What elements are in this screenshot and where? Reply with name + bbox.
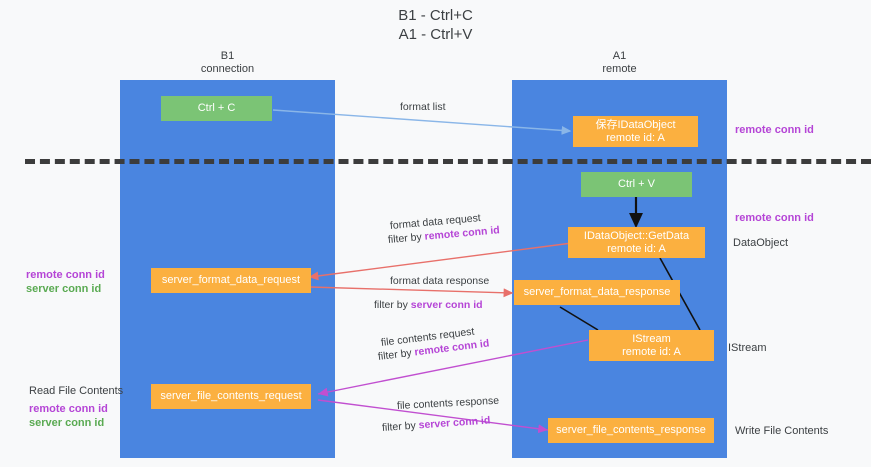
right-label-istream: IStream bbox=[728, 342, 767, 354]
column-header-a1-name: A1 bbox=[612, 50, 627, 62]
box-ctrl-v[interactable]: Ctrl + V bbox=[581, 172, 692, 197]
right-label-write-file-contents: Write File Contents bbox=[735, 425, 829, 437]
box-server-format-data-request-label: server_format_data_request bbox=[161, 274, 301, 286]
caption-format-data-response: format data response bbox=[390, 275, 490, 287]
left-label-remote-conn-id-mid: remote conn id bbox=[26, 269, 105, 281]
box-store-idataobject-line2: remote id: A bbox=[606, 131, 665, 144]
box-server-format-data-response[interactable]: server_format_data_response bbox=[514, 280, 680, 305]
caption-filter-prefix-4: filter by bbox=[381, 419, 420, 434]
box-store-idataobject[interactable]: 保存IDataObject remote id: A bbox=[573, 116, 698, 147]
box-istream-line2: remote id: A bbox=[622, 345, 681, 358]
title-line-1: B1 - Ctrl+C bbox=[398, 7, 473, 24]
right-label-remote-conn-id-mid: remote conn id bbox=[735, 212, 814, 224]
arrow-format-list bbox=[272, 109, 572, 135]
box-ctrl-c[interactable]: Ctrl + C bbox=[161, 96, 272, 121]
box-server-file-contents-request[interactable]: server_file_contents_request bbox=[151, 384, 311, 409]
arrow-file-contents-request bbox=[317, 339, 589, 397]
arrow-file-contents-response bbox=[317, 399, 549, 434]
caption-filter-server-conn-id-1: filter by server conn id bbox=[374, 299, 483, 311]
caption-format-list: format list bbox=[400, 101, 446, 113]
phase-divider bbox=[25, 159, 871, 164]
box-ctrl-c-label: Ctrl + C bbox=[197, 102, 236, 114]
box-server-file-contents-response[interactable]: server_file_contents_response bbox=[548, 418, 714, 443]
box-getdata-line1: IDataObject::GetData bbox=[583, 229, 690, 242]
left-label-server-conn-id-mid: server conn id bbox=[26, 283, 102, 295]
box-server-file-contents-request-label: server_file_contents_request bbox=[160, 390, 302, 402]
box-server-format-data-response-label: server_format_data_response bbox=[523, 286, 671, 298]
box-server-format-data-request[interactable]: server_format_data_request bbox=[151, 268, 311, 293]
box-istream[interactable]: IStream remote id: A bbox=[589, 330, 714, 361]
left-label-remote-conn-id-bottom: remote conn id bbox=[29, 403, 108, 415]
column-header-b1-name: B1 bbox=[220, 50, 235, 62]
column-header-a1-role: remote bbox=[602, 63, 637, 75]
caption-filter-prefix-2: filter by bbox=[374, 299, 411, 311]
arrow-format-data-response bbox=[309, 286, 514, 298]
column-header-a1: A1 remote bbox=[512, 50, 727, 76]
column-header-b1: B1 connection bbox=[120, 50, 335, 76]
box-istream-line1: IStream bbox=[632, 332, 671, 345]
right-label-remote-conn-id-top: remote conn id bbox=[735, 124, 814, 136]
column-header-b1-role: connection bbox=[200, 63, 255, 75]
arrow-getdata-to-istream bbox=[659, 257, 701, 331]
box-server-file-contents-response-label: server_file_contents_response bbox=[556, 424, 706, 436]
caption-filter-key-2: server conn id bbox=[410, 299, 483, 311]
box-ctrl-v-label: Ctrl + V bbox=[618, 178, 655, 190]
box-getdata-line2: remote id: A bbox=[607, 242, 666, 255]
left-label-server-conn-id-bottom: server conn id bbox=[29, 417, 105, 429]
arrow-istream-to-format-response bbox=[559, 306, 599, 331]
arrow-format-data-request bbox=[308, 242, 573, 281]
title-line-2: A1 - Ctrl+V bbox=[398, 26, 473, 43]
left-label-read-file-contents: Read File Contents bbox=[29, 385, 124, 397]
page-title: B1 - Ctrl+C A1 - Ctrl+V bbox=[0, 6, 871, 44]
right-label-dataobject: DataObject bbox=[733, 237, 789, 249]
box-idataobject-getdata[interactable]: IDataObject::GetData remote id: A bbox=[568, 227, 705, 258]
box-store-idataobject-line1: 保存IDataObject bbox=[595, 118, 676, 131]
